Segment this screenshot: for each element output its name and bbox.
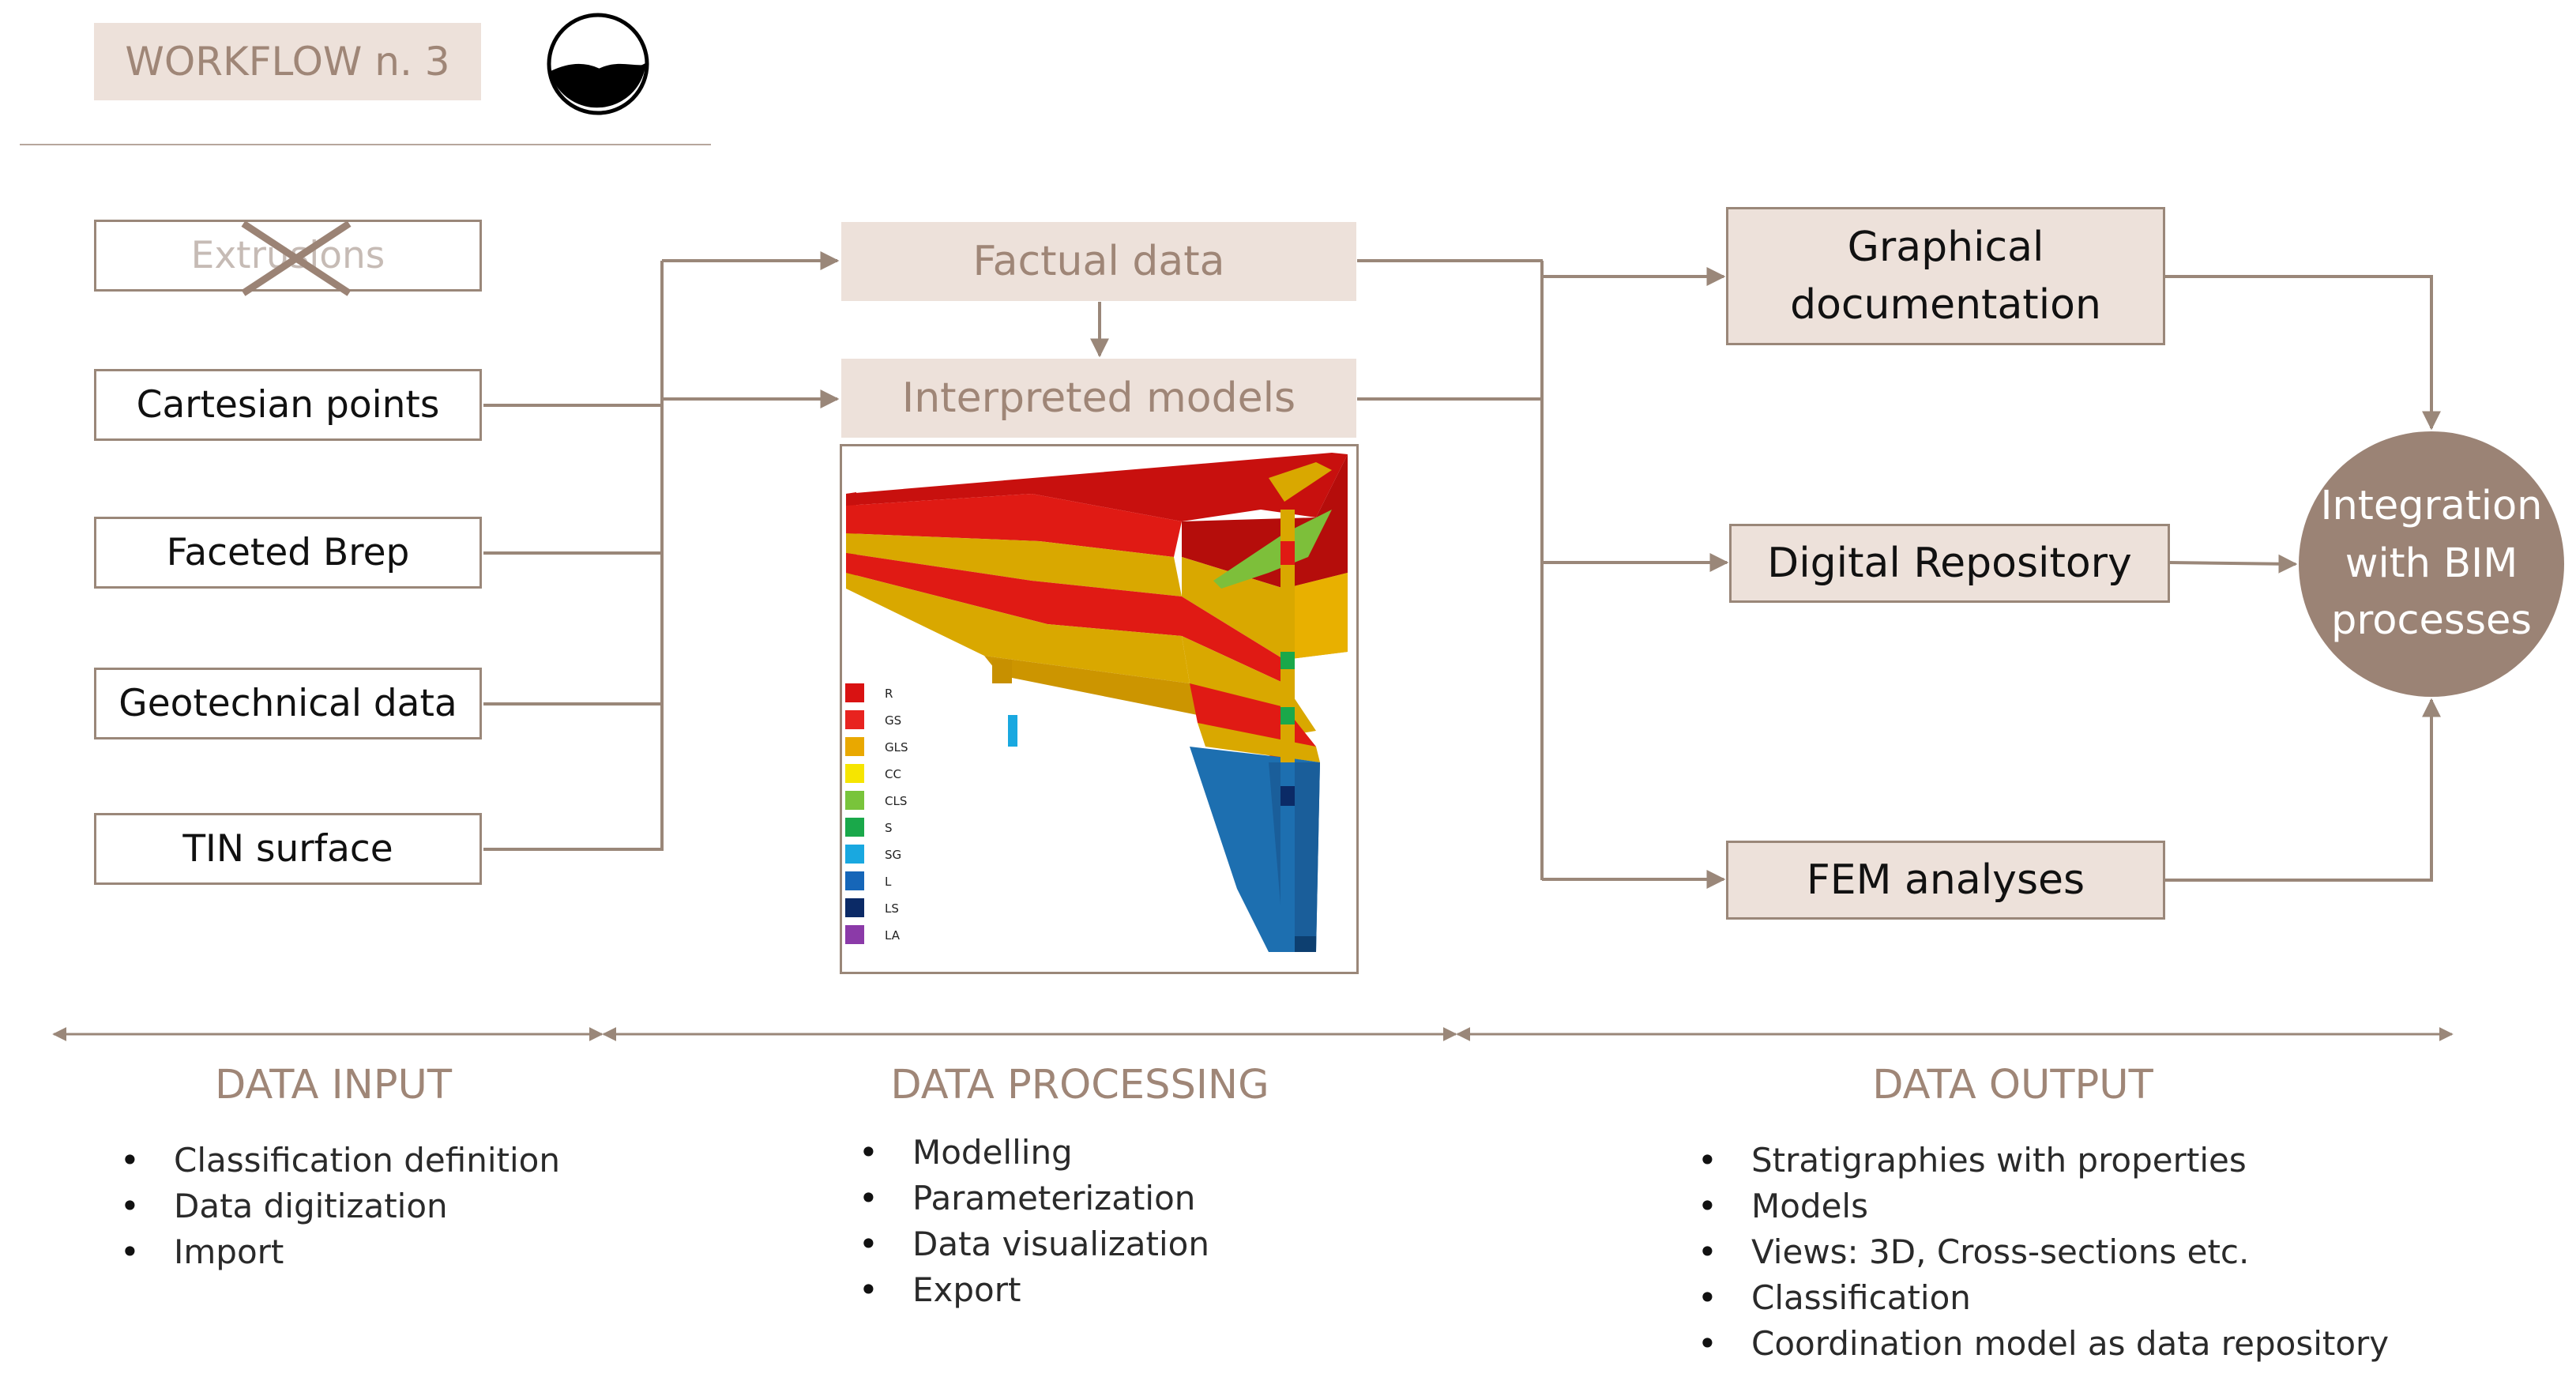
list-item: Parameterization [840,1176,1209,1221]
list-item: Classification [1679,1275,2389,1321]
factual-data-box: Factual data [841,222,1356,301]
half-filled-circle-icon [547,13,649,115]
data-input-list: Classification definition Data digitizat… [101,1138,560,1275]
integration-line-3: processes [2331,597,2532,645]
interpreted-models-box: Interpreted models [841,359,1356,438]
legend-label: GS [885,713,901,728]
input-cartesian-points: Cartesian points [94,369,482,441]
data-processing-list: Modelling Parameterization Data visualiz… [840,1130,1209,1313]
graphical-line-2: documentation [1790,280,2101,329]
integration-line-1: Integration [2320,483,2543,530]
graphical-line-1: Graphical [1847,223,2044,271]
legend-label: LS [885,901,899,916]
legend-label: GLS [885,740,908,754]
graphical-documentation-box: Graphical documentation [1726,207,2165,345]
integration-line-2: with BIM [2345,540,2518,587]
data-output-list: Stratigraphies with properties Models Vi… [1679,1138,2389,1367]
input-extrusions: Extrusions [94,220,482,296]
input-faceted-brep: Faceted Brep [94,517,482,589]
list-item: Data visualization [840,1221,1209,1267]
list-item: Modelling [840,1130,1209,1176]
integration-bim-circle: Integration with BIM processes [2299,431,2564,697]
legend-label: L [885,875,892,889]
list-item: Data digitization [101,1183,560,1229]
data-processing-heading: DATA PROCESSING [890,1062,1269,1108]
list-item: Coordination model as data repository [1679,1321,2389,1367]
workflow-title: WORKFLOW n. 3 [94,23,481,100]
legend-label: LA [885,928,901,943]
input-label: Geotechnical data [118,682,457,725]
legend-label: SG [885,848,901,862]
digital-repository-box: Digital Repository [1729,524,2170,603]
list-item: Classification definition [101,1138,560,1183]
input-geotechnical-data: Geotechnical data [94,668,482,739]
legend-label: R [885,687,893,701]
data-output-heading: DATA OUTPUT [1872,1062,2153,1108]
geological-model-image: R GS GLS CC CLS S SG L LS LA [840,444,1359,974]
legend-label: CLS [885,794,907,808]
input-label: TIN surface [182,827,393,871]
cross-out-icon [241,220,352,296]
list-item: Export [840,1267,1209,1313]
list-item: Stratigraphies with properties [1679,1138,2389,1183]
input-tin-surface: TIN surface [94,813,482,885]
fem-analyses-box: FEM analyses [1726,841,2165,920]
list-item: Models [1679,1183,2389,1229]
list-item: Import [101,1229,560,1275]
input-label: Faceted Brep [166,531,410,574]
legend-label: S [885,821,893,835]
model-legend: R GS GLS CC CLS S SG L LS LA [845,683,908,944]
input-label: Cartesian points [136,383,440,427]
list-item: Views: 3D, Cross-sections etc. [1679,1229,2389,1275]
header-divider [20,144,711,145]
legend-label: CC [885,767,901,781]
data-input-heading: DATA INPUT [214,1062,453,1108]
